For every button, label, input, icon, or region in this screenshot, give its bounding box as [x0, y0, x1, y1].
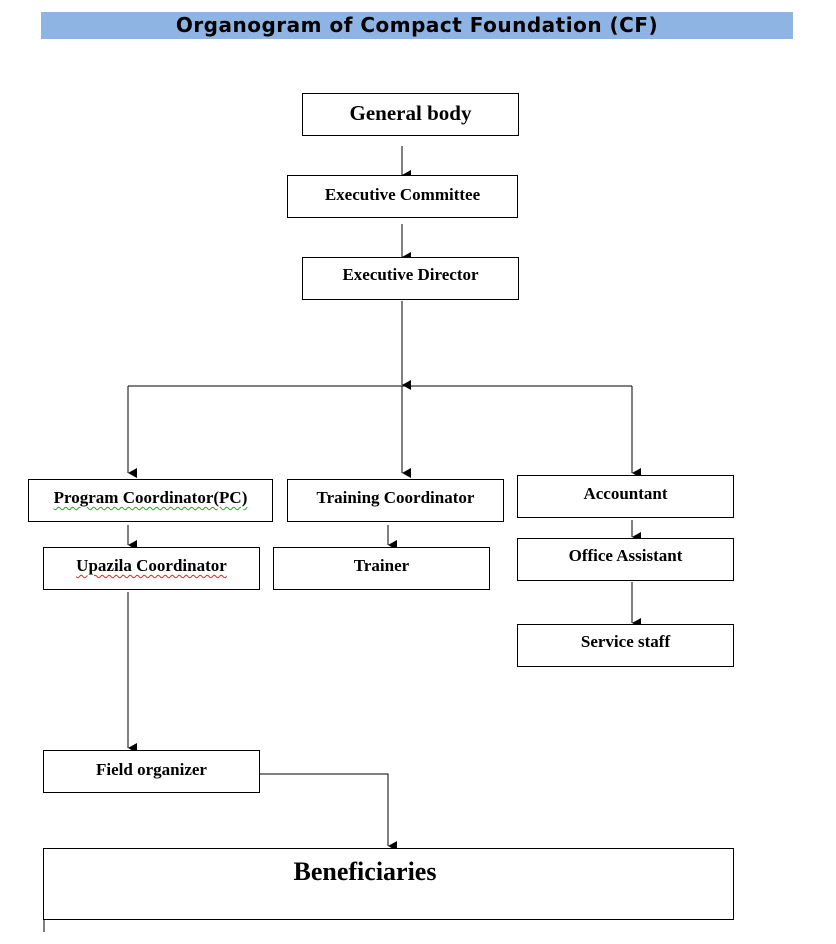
node-executive-committee-label: Executive Committee — [324, 185, 481, 204]
node-service-staff: Service staff — [517, 624, 734, 667]
node-program-coordinator: Program Coordinator(PC) — [28, 479, 273, 522]
node-service-staff-label: Service staff — [580, 632, 671, 651]
node-accountant-label: Accountant — [583, 484, 668, 503]
node-training-coordinator: Training Coordinator — [287, 479, 504, 522]
node-program-coordinator-label: Program Coordinator(PC) — [53, 488, 248, 507]
node-upazila-coordinator: Upazila Coordinator — [43, 547, 260, 590]
node-training-coordinator-label: Training Coordinator — [316, 488, 475, 507]
page-title: Organogram of Compact Foundation (CF) — [41, 12, 793, 39]
node-executive-director-label: Executive Director — [342, 265, 479, 284]
node-beneficiaries: Beneficiaries — [43, 848, 734, 920]
node-upazila-coordinator-label: Upazila Coordinator — [76, 556, 227, 575]
node-field-organizer-label: Field organizer — [96, 760, 207, 779]
arrow-field-to-beneficiaries — [260, 773, 397, 851]
node-trainer: Trainer — [273, 547, 490, 590]
node-executive-director: Executive Director — [302, 257, 519, 300]
node-executive-committee: Executive Committee — [287, 175, 518, 218]
node-field-organizer: Field organizer — [43, 750, 260, 793]
node-accountant: Accountant — [517, 475, 734, 518]
node-general-body: General body — [302, 93, 519, 136]
node-general-body-label: General body — [349, 101, 472, 125]
node-beneficiaries-label: Beneficiaries — [293, 857, 437, 886]
node-office-assistant-label: Office Assistant — [568, 546, 683, 565]
node-trainer-label: Trainer — [353, 556, 410, 575]
node-office-assistant: Office Assistant — [517, 538, 734, 581]
